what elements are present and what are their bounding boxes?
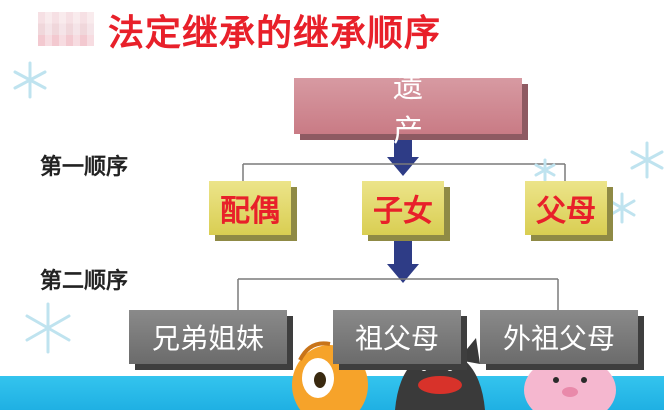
first-order-label: 第一顺序: [40, 155, 129, 180]
first-order-item: 配偶: [220, 194, 280, 229]
second-order-siblings: 兄弟姐妹: [129, 310, 287, 364]
arrow-shaft-2: [394, 240, 412, 265]
first-order-item: 父母: [536, 194, 596, 229]
first-order-children: 子女: [362, 181, 444, 235]
arrow-shaft-1: [394, 138, 412, 158]
blurred-logo: [38, 12, 94, 46]
snowflake-icon: [25, 302, 71, 354]
snowflake-icon: [534, 158, 556, 182]
snowflake-icon: [630, 141, 664, 179]
estate-label: 遗 产: [393, 70, 463, 149]
arrow-head-2: [387, 264, 419, 283]
snowflake-icon: [13, 61, 47, 99]
second-order-item: 祖父母: [354, 322, 439, 355]
arrow-head-1: [387, 157, 419, 176]
first-order-item: 子女: [373, 194, 433, 229]
estate-box: 遗 产: [294, 70, 522, 149]
second-order-item: 外祖父母: [502, 322, 615, 355]
first-order-parents: 父母: [525, 181, 607, 235]
snowflake-icon: [608, 192, 636, 224]
page-title: 法定继承的继承顺序: [108, 13, 442, 54]
cartoon-black-character: [395, 338, 485, 410]
first-order-spouse: 配偶: [209, 181, 291, 235]
second-order-item: 兄弟姐妹: [151, 322, 264, 355]
second-order-maternal-grandparents: 外祖父母: [480, 310, 638, 364]
second-order-label: 第二顺序: [40, 269, 129, 294]
cartoon-pink-character: [524, 356, 616, 410]
second-order-grandparents: 祖父母: [333, 310, 461, 364]
